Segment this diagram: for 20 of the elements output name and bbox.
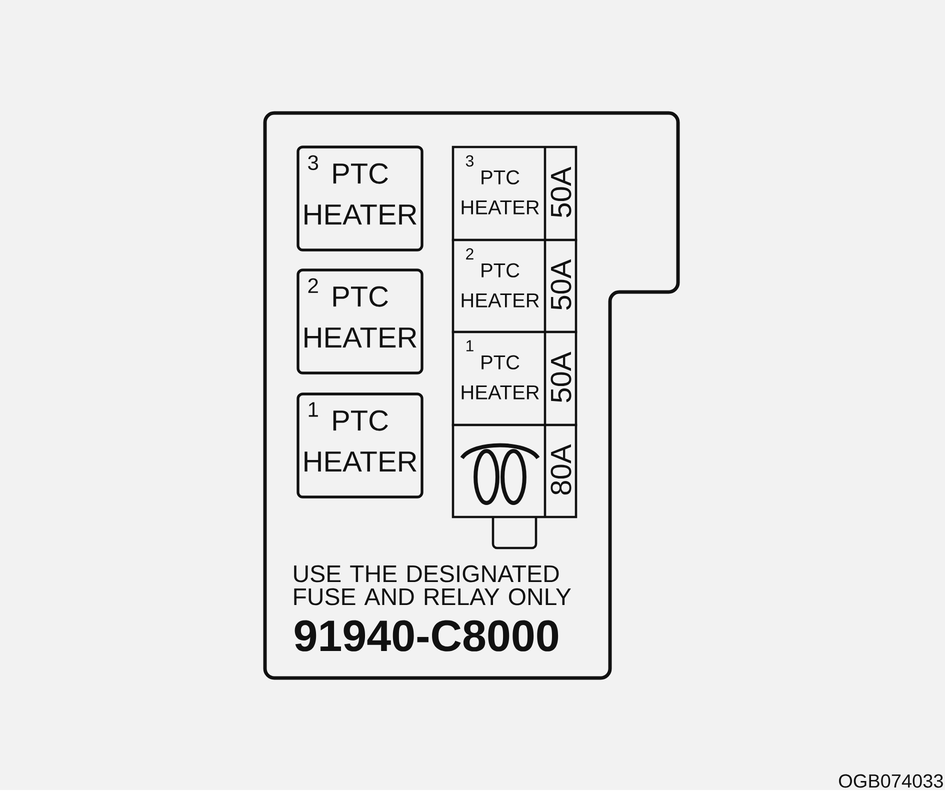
fuse-rating: 80A [550,444,572,495]
fuse-label: PTC HEATER [462,170,539,214]
part-number: 91940-C8000 [294,620,558,652]
fuse-label: PTC HEATER [462,263,539,308]
figure-code: OGB074033 [839,774,943,788]
relay-box [296,268,424,374]
circuit-number: 2 [466,248,474,260]
fuse-slot [452,238,578,334]
fuse-slot [452,330,578,426]
fuse-label: PTC HEATER [462,355,539,400]
relay-box [296,392,424,498]
relay-slot [452,424,578,518]
circuit-number: 3 [466,155,474,167]
fuse-rating: 50A [550,259,572,310]
fuse-slot [452,146,578,242]
circuit-number: 1 [466,340,474,352]
fuse-rating: 50A [550,166,572,218]
relay-box [296,146,424,252]
fuse-rating: 50A [550,352,572,402]
warning-text: USE THE DESIGNATED FUSE AND RELAY ONLY [294,565,571,606]
